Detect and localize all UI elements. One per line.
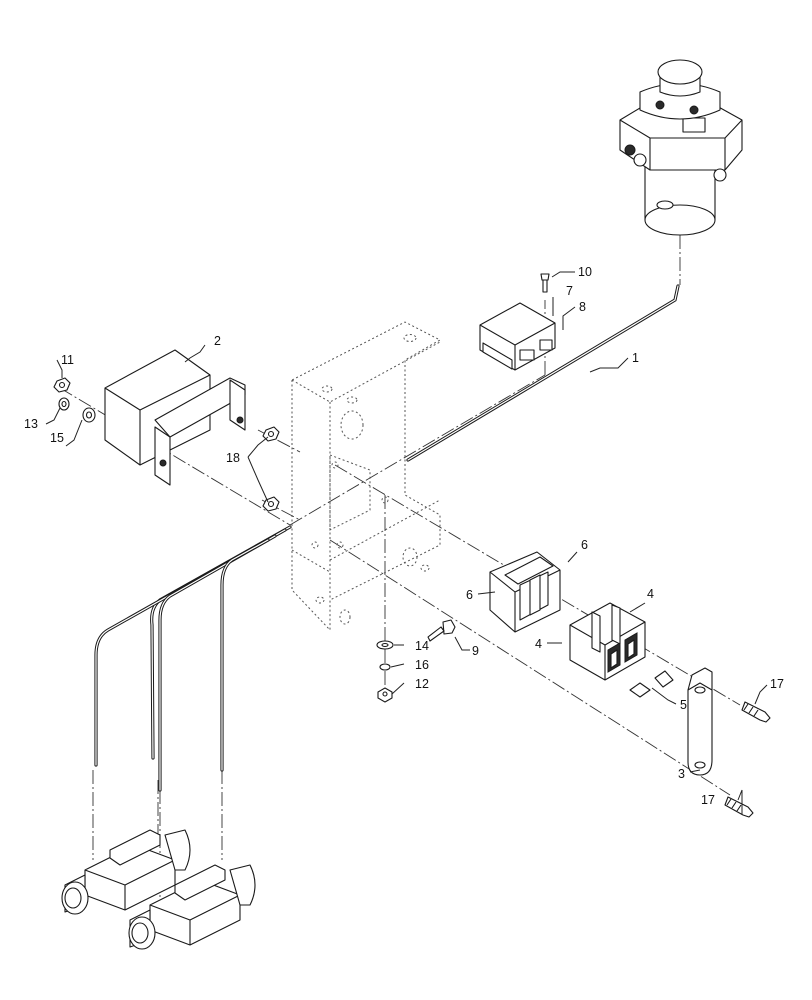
callout-3: 3 [678, 767, 685, 781]
labels-5 [629, 670, 674, 698]
hardware-below-plate [376, 640, 394, 703]
relay-7 [479, 273, 556, 371]
callout-10: 10 [578, 265, 592, 279]
bracket-3 [687, 667, 713, 776]
callout-13: 13 [24, 417, 38, 431]
callout-6-right: 6 [581, 538, 588, 552]
callout-11: 11 [61, 353, 74, 367]
callout-2: 2 [214, 334, 221, 348]
callout-1: 1 [632, 351, 639, 365]
bezel-6 [489, 551, 561, 633]
callout-6-left: 6 [466, 588, 473, 602]
callout-4-left: 4 [535, 637, 542, 651]
callout-15: 15 [50, 431, 64, 445]
solenoid-valves [61, 829, 256, 950]
callout-17-bottom: 17 [701, 793, 715, 807]
hydraulic-tubes [94, 284, 680, 792]
hardware-left [53, 377, 96, 423]
callout-numbers: 1 2 3 4 4 5 6 6 7 8 9 10 11 12 13 14 15 … [24, 265, 784, 807]
callout-8: 8 [579, 300, 586, 314]
callout-16: 16 [415, 658, 429, 672]
center-lines [59, 235, 741, 900]
callout-18: 18 [226, 451, 240, 465]
leader-lines [45, 271, 768, 815]
switches-4 [569, 602, 646, 681]
callout-5: 5 [680, 698, 687, 712]
callout-4-right: 4 [647, 587, 654, 601]
bolts-17 [724, 701, 771, 818]
bolt-9 [427, 619, 456, 642]
pressure-valve [619, 59, 743, 236]
callout-7: 7 [566, 284, 573, 298]
callout-12: 12 [415, 677, 429, 691]
mounting-plate [291, 321, 442, 632]
callout-9: 9 [472, 644, 479, 658]
callout-14: 14 [415, 639, 429, 653]
callout-17-top: 17 [770, 677, 784, 691]
cover-2 [104, 349, 246, 486]
